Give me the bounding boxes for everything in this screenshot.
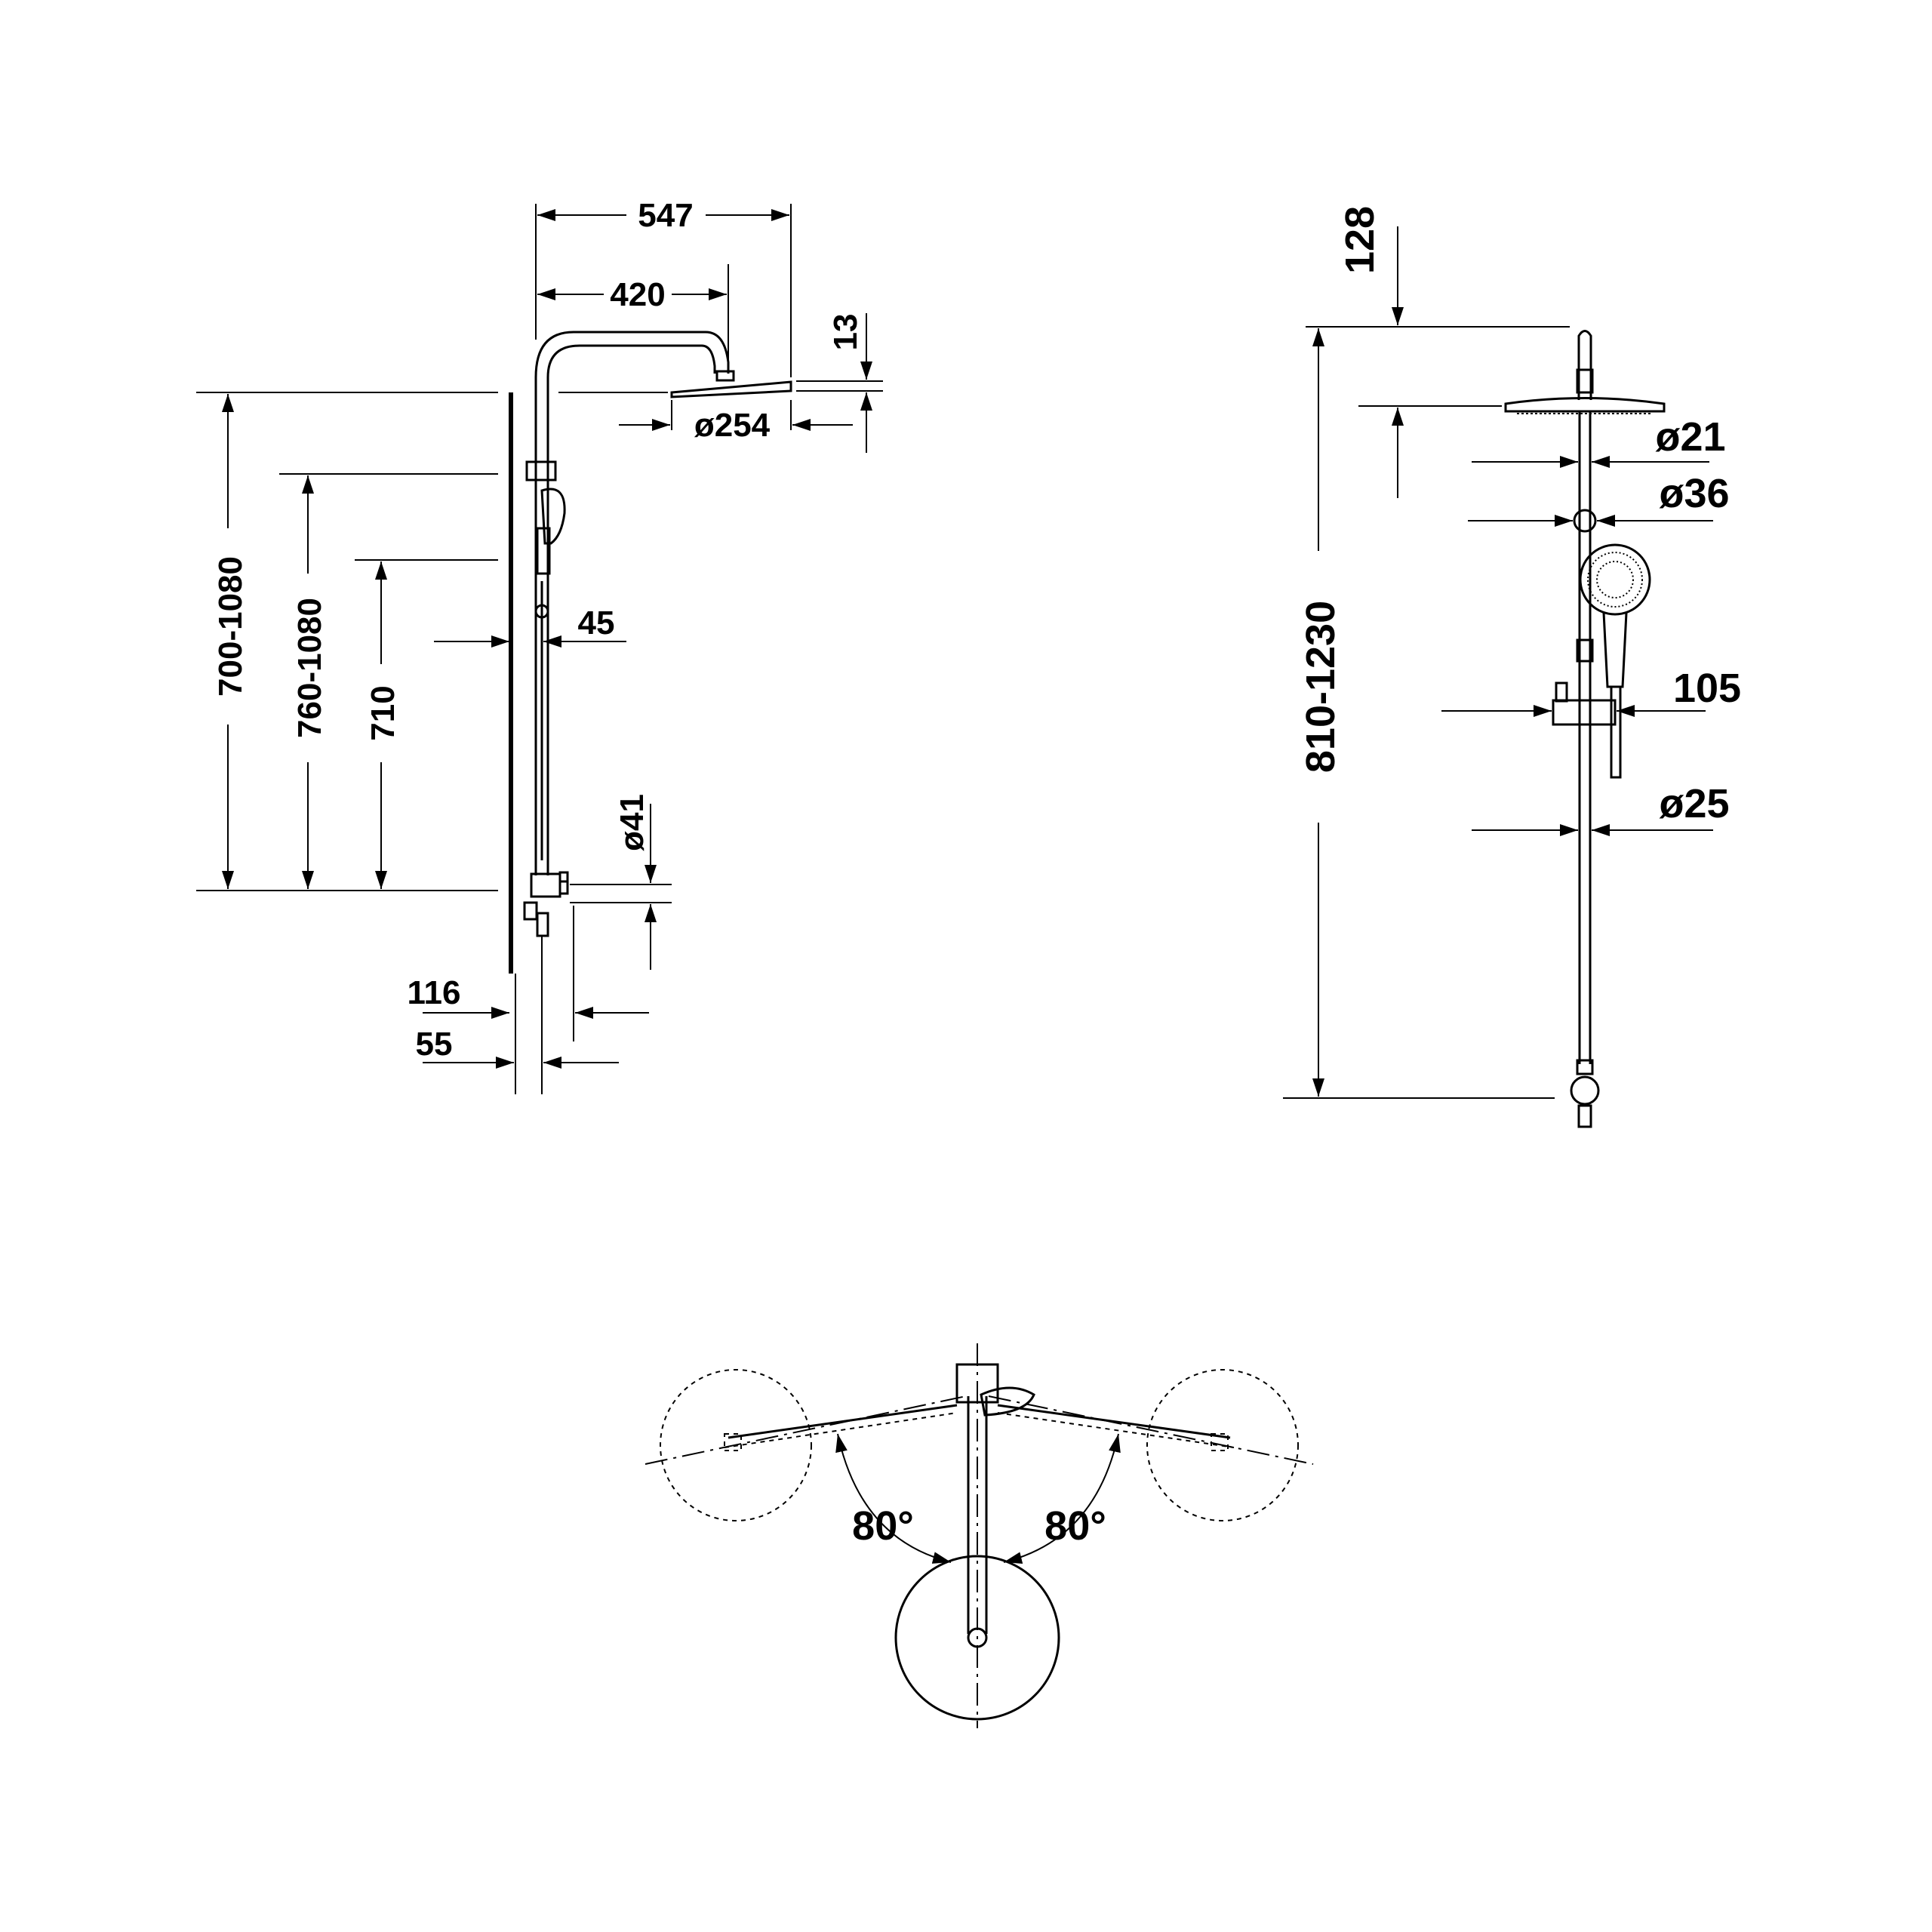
dim-710-label: 710 <box>365 685 401 740</box>
front-shower-head <box>1504 397 1666 414</box>
dim-547: 547 <box>535 197 792 377</box>
dim-128-label: 128 <box>1337 206 1383 274</box>
angle-right-label: 80° <box>1044 1503 1106 1549</box>
mixer-side <box>523 871 569 943</box>
dim-41: ø41 <box>570 794 672 970</box>
dim-55: 55 <box>416 943 619 1094</box>
dim-116: 116 <box>408 906 649 1041</box>
dim-25: ø25 <box>1472 781 1730 836</box>
front-handheld <box>1579 543 1651 779</box>
dim-36: ø36 <box>1468 471 1730 527</box>
dim-547-label: 547 <box>638 197 693 234</box>
angle-left-label: 80° <box>852 1503 914 1549</box>
dim-36-label: ø36 <box>1659 471 1729 516</box>
riser-pipe <box>534 331 730 875</box>
dim-420-label: 420 <box>610 276 665 313</box>
front-mixer <box>1570 1059 1600 1128</box>
dim-55-label: 55 <box>416 1026 453 1063</box>
front-riser <box>1573 330 1597 1064</box>
dim-128: 128 <box>1337 206 1404 498</box>
dim-420: 420 <box>537 264 729 362</box>
dim-21: ø21 <box>1472 414 1726 468</box>
dim-810-1230-label: 810-1230 <box>1298 601 1343 773</box>
dim-760-1080-label: 760-1080 <box>291 598 328 738</box>
swing-position-left <box>660 1369 812 1521</box>
swing-position-right <box>1146 1369 1299 1521</box>
dim-254: ø254 <box>619 400 853 444</box>
wall-rose <box>894 1555 1060 1721</box>
handheld-side <box>525 460 566 860</box>
shower-head-side <box>670 370 792 398</box>
dim-45-label: 45 <box>578 605 615 641</box>
dim-254-label: ø254 <box>694 407 771 444</box>
dim-760-1080: 760-1080 <box>291 475 328 889</box>
dim-810-1230: 810-1230 <box>1298 328 1343 1097</box>
dim-105: 105 <box>1441 666 1741 717</box>
dim-116-label: 116 <box>408 974 461 1011</box>
dim-700-1080-label: 700-1080 <box>212 556 249 697</box>
front-slider <box>1552 681 1617 726</box>
top-view: 80° 80° <box>645 1343 1314 1728</box>
side-view: 547 420 13 ø254 <box>196 197 883 1094</box>
dim-13: 13 <box>796 313 883 453</box>
dim-45: 45 <box>434 605 626 648</box>
dim-13-label: 13 <box>827 314 864 351</box>
dim-105-label: 105 <box>1673 666 1741 711</box>
dim-710: 710 <box>365 561 401 889</box>
dim-41-label: ø41 <box>614 794 651 851</box>
front-view: 128 810-1230 ø21 ø36 105 <box>1283 206 1741 1128</box>
dim-21-label: ø21 <box>1655 414 1725 460</box>
dim-25-label: ø25 <box>1659 781 1729 826</box>
dim-700-1080: 700-1080 <box>212 394 249 889</box>
